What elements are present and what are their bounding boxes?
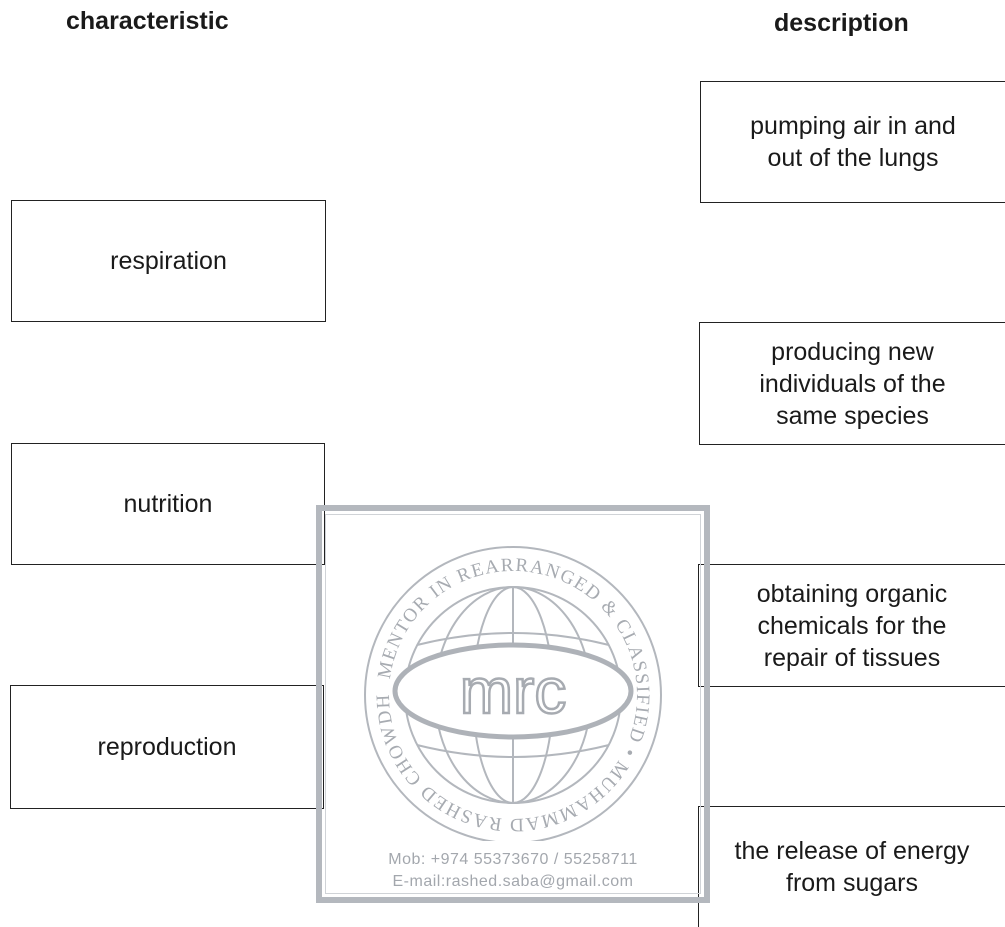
description-line: the release of energy — [734, 837, 970, 865]
description-heading: description — [774, 9, 909, 37]
description-line: obtaining organic — [756, 579, 948, 608]
description-line: same species — [776, 401, 929, 430]
stamp-mobile-text: Mob: +974 55373670 / 55258711 — [388, 851, 638, 868]
description-text: obtaining organic chemicals for the repa… — [757, 578, 947, 674]
characteristic-heading: characteristic — [66, 7, 229, 35]
description-box-release-energy[interactable]: the release of energy from sugars — [698, 806, 1005, 927]
characteristic-label: nutrition — [123, 490, 213, 518]
characteristic-box-nutrition[interactable]: nutrition — [11, 443, 325, 565]
description-box-obtaining-chemicals[interactable]: obtaining organic chemicals for the repa… — [698, 564, 1005, 687]
description-text: producing new individuals of the same sp… — [759, 336, 945, 432]
characteristic-label: respiration — [110, 247, 227, 275]
description-text: the release of energy from sugars — [735, 835, 970, 899]
globe-logo-icon: mrc MENTOR IN REARRANGED & CLASSIFIED • … — [322, 511, 662, 841]
description-line: producing new — [771, 337, 934, 366]
characteristic-box-respiration[interactable]: respiration — [11, 200, 326, 322]
stamp-email-text: E-mail:rashed.saba@gmail.com — [392, 873, 634, 890]
description-line: chemicals for the — [757, 611, 947, 640]
characteristic-box-reproduction[interactable]: reproduction — [10, 685, 324, 809]
description-line: individuals of the — [759, 369, 946, 398]
mrc-logo-text: mrc — [460, 655, 567, 727]
watermark-stamp: mrc MENTOR IN REARRANGED & CLASSIFIED • … — [316, 505, 710, 903]
characteristic-label: reproduction — [97, 733, 237, 761]
description-line: repair of tissues — [763, 643, 941, 672]
description-box-pumping-air[interactable]: pumping air in and out of the lungs — [700, 81, 1005, 203]
description-line: from sugars — [786, 869, 918, 897]
description-line: pumping air in and — [750, 112, 956, 140]
description-line: out of the lungs — [767, 144, 939, 172]
description-text: pumping air in and out of the lungs — [750, 110, 956, 174]
description-box-producing-individuals[interactable]: producing new individuals of the same sp… — [699, 322, 1005, 445]
